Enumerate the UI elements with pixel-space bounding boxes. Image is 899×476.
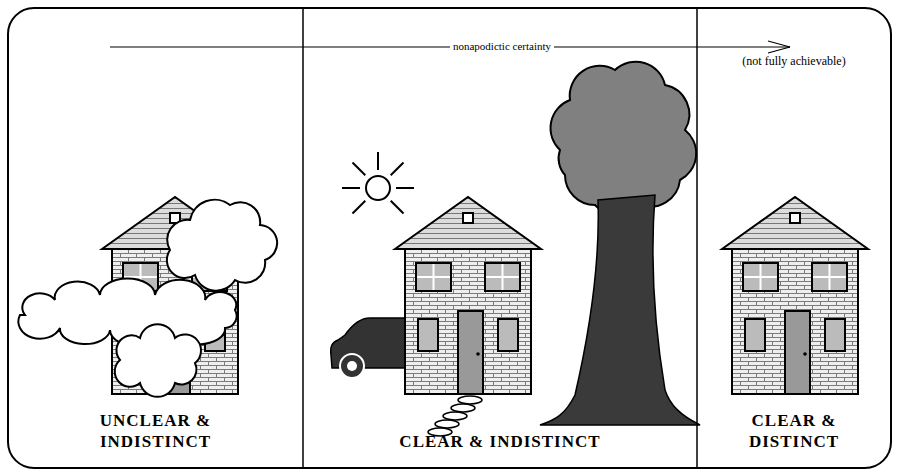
certainty-arrow	[110, 41, 790, 53]
panel-band: CLEAR & INDISTINCT	[303, 8, 697, 468]
panel-band: (not fully achievable) CLEAR & DISTINCT	[697, 8, 891, 468]
sun-symbol	[342, 152, 414, 214]
panel-title: CLEAR & DISTINCT	[734, 410, 854, 452]
panel-title: CLEAR & INDISTINCT	[310, 431, 690, 452]
house-drawing	[722, 197, 868, 394]
arrow-label: nonapodictic certainty	[450, 40, 554, 52]
stepping-stones	[428, 396, 482, 436]
tree-drawing	[540, 62, 700, 425]
panel-divider	[302, 8, 304, 468]
panel-divider	[696, 8, 698, 468]
panel-title: UNCLEAR & INDISTINCT	[86, 410, 226, 452]
car-drawing	[331, 318, 410, 378]
arrow-label-holder: nonapodictic certainty	[402, 40, 602, 53]
panel-note: (not fully achievable)	[704, 54, 884, 68]
cloud-group	[18, 200, 277, 397]
house-drawing	[395, 197, 541, 394]
outer-frame	[8, 8, 891, 468]
panel-band: UNCLEAR & INDISTINCT	[8, 8, 303, 468]
